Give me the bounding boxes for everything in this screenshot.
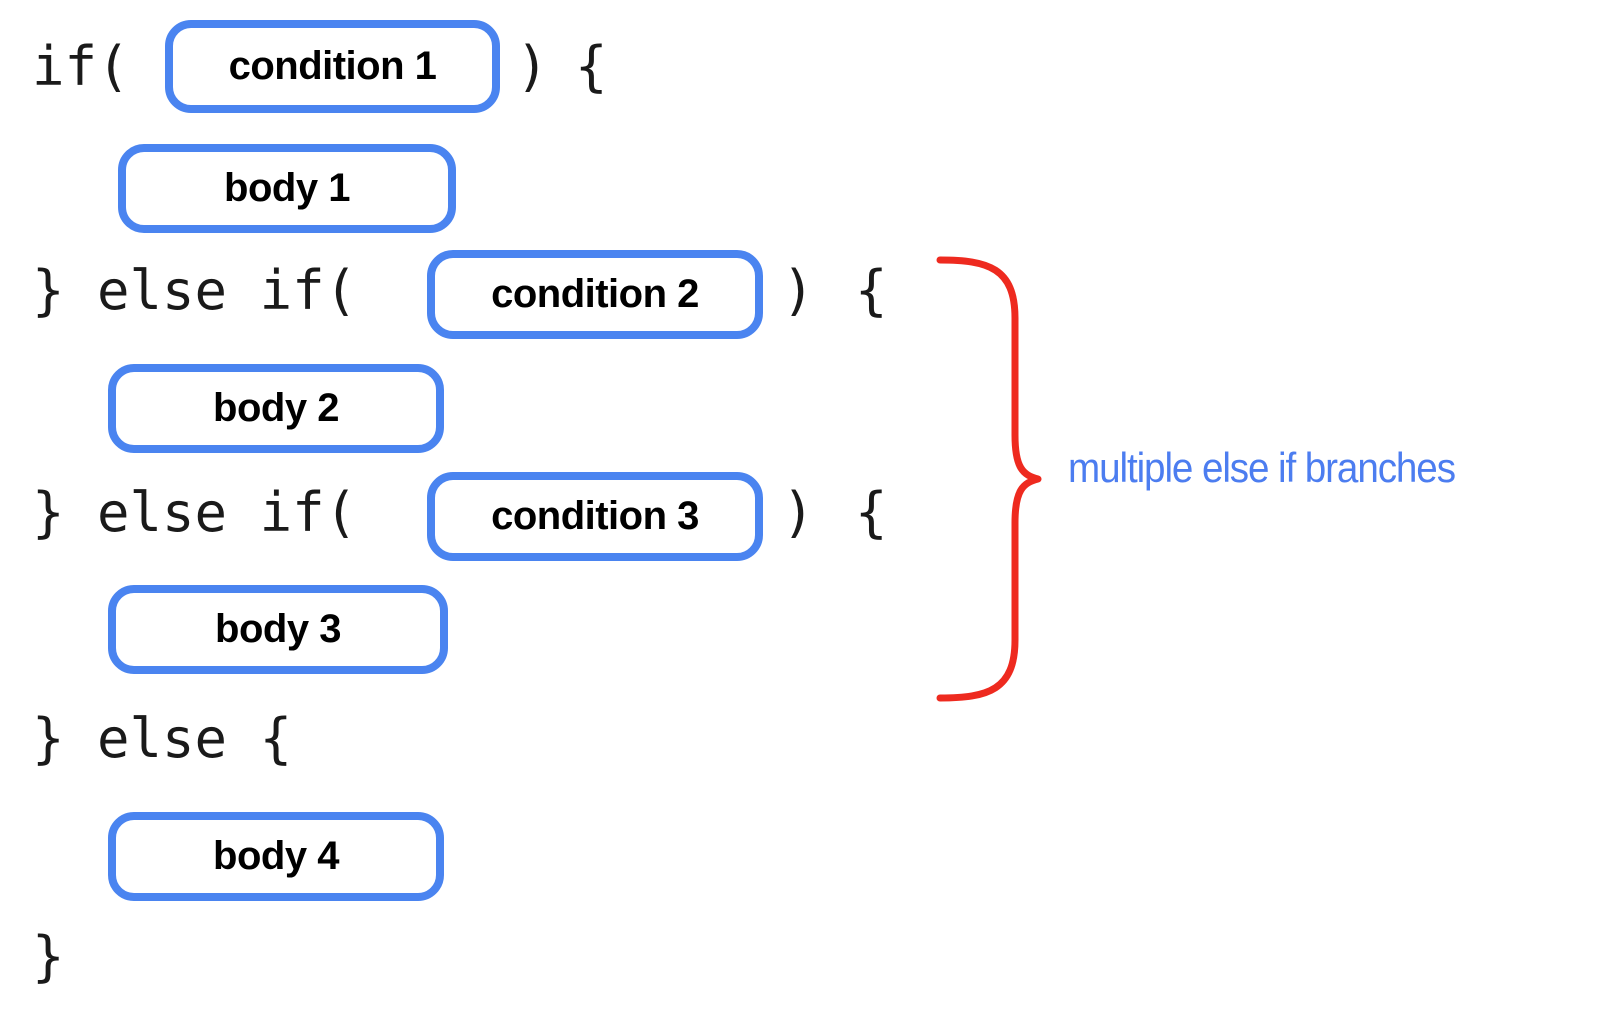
condition-2-box[interactable]: condition 2 [427, 250, 763, 339]
condition-3-label: condition 3 [491, 494, 699, 538]
body-2-box[interactable]: body 2 [108, 364, 444, 453]
body-3-box[interactable]: body 3 [108, 585, 448, 674]
body-1-box[interactable]: body 1 [118, 144, 456, 233]
code-else-if-open-2: } else if( [32, 259, 358, 322]
condition-1-box[interactable]: condition 1 [165, 20, 500, 113]
code-final-close-brace: } [32, 925, 65, 988]
annotation-label: multiple else if branches [1068, 444, 1456, 491]
code-line1-open-brace: { [575, 35, 608, 98]
body-2-label: body 2 [213, 386, 339, 430]
body-4-box[interactable]: body 4 [108, 812, 444, 901]
code-line3-close-paren: ) [782, 259, 815, 322]
code-else-open: } else { [32, 707, 293, 770]
code-line1-close-paren: ) [516, 35, 549, 98]
code-line3-open-brace: { [855, 259, 888, 322]
code-if-open-paren: if( [32, 35, 130, 98]
code-line5-open-brace: { [855, 481, 888, 544]
red-brace-icon [936, 256, 1042, 702]
body-3-label: body 3 [215, 607, 341, 651]
code-else-if-open-3: } else if( [32, 481, 358, 544]
code-line5-close-paren: ) [782, 481, 815, 544]
condition-2-label: condition 2 [491, 272, 699, 316]
condition-1-label: condition 1 [228, 44, 437, 88]
body-4-label: body 4 [213, 834, 339, 878]
body-1-label: body 1 [224, 166, 350, 210]
condition-3-box[interactable]: condition 3 [427, 472, 763, 561]
